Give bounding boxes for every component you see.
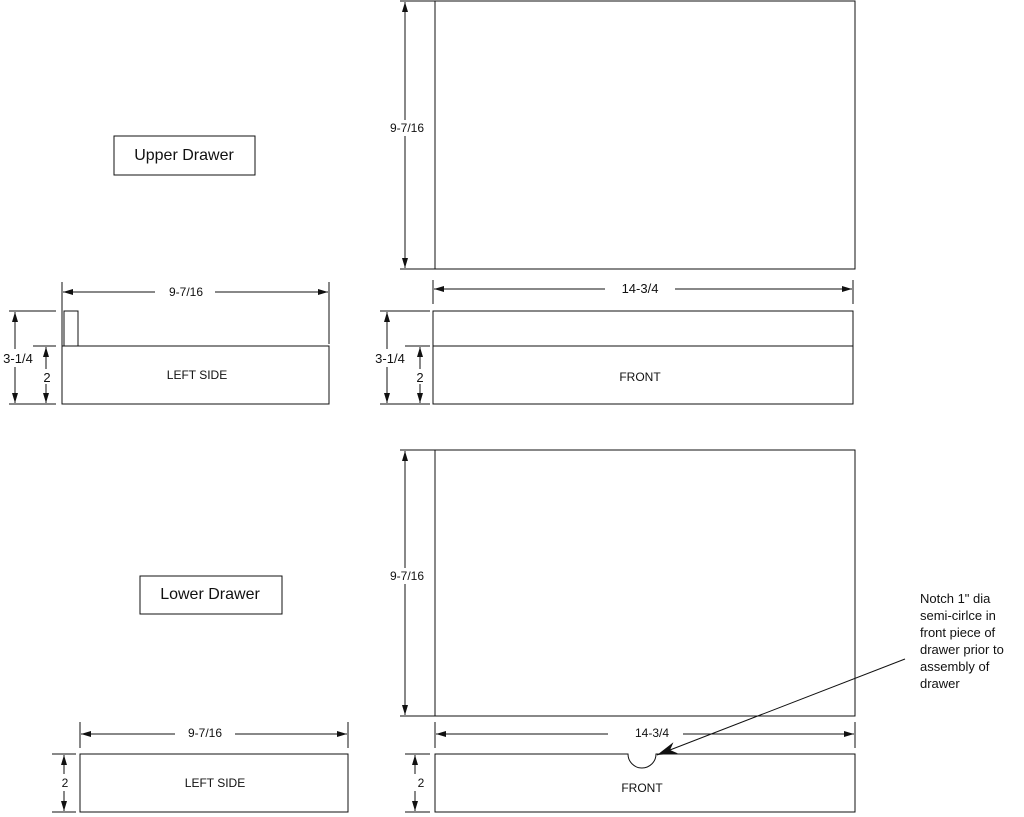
upper-bottom-panel: [434, 0, 856, 270]
upper-front: FRONT 3-1/4 2: [375, 310, 854, 405]
lower-title: Lower Drawer: [160, 586, 260, 603]
note-line: drawer prior to: [920, 642, 1004, 657]
upper-side-length: 9-7/16: [169, 285, 203, 299]
upper-bottom-depth: 9-7/16: [390, 121, 424, 135]
lower-front-height: 2: [418, 776, 425, 790]
lower-side-height: 2: [62, 776, 69, 790]
note-line: drawer: [920, 676, 960, 691]
lower-left-side: LEFT SIDE 9-7/16 2: [52, 722, 349, 813]
notch-leader-arrow: [656, 658, 906, 756]
lower-bottom-panel: [434, 449, 856, 717]
note-line: semi-cirlce in: [920, 608, 996, 623]
upper-title-box: Upper Drawer: [113, 135, 256, 176]
upper-side-height: 2: [43, 370, 50, 385]
lower-title-box: Lower Drawer: [139, 575, 283, 615]
note-line: front piece of: [920, 625, 996, 640]
upper-title: Upper Drawer: [134, 147, 234, 164]
lower-bottom-depth: 9-7/16: [390, 569, 424, 583]
lower-bottom-width: 14-3/4: [635, 726, 669, 740]
upper-front-label: FRONT: [619, 370, 661, 384]
note-line: Notch 1" dia: [920, 591, 991, 606]
lower-bottom-depth-dim: 9-7/16: [386, 449, 435, 717]
upper-left-side: LEFT SIDE 9-7/16 3-1/4 2: [3, 282, 330, 405]
upper-bottom-depth-dim: 9-7/16: [386, 0, 435, 270]
upper-bottom-width: 14-3/4: [622, 281, 659, 296]
notch-note: Notch 1" dia semi-cirlce in front piece …: [656, 591, 1004, 756]
lower-front: FRONT 2: [405, 753, 856, 813]
upper-bottom-width-dim: 14-3/4: [432, 280, 854, 304]
upper-side-label: LEFT SIDE: [167, 368, 227, 382]
upper-front-height: 2: [416, 370, 423, 385]
note-line: assembly of: [920, 659, 990, 674]
upper-front-total-height: 3-1/4: [375, 351, 405, 366]
lower-bottom-width-dim: 14-3/4: [434, 722, 856, 748]
lower-side-label: LEFT SIDE: [185, 776, 245, 790]
lower-side-length: 9-7/16: [188, 726, 222, 740]
lower-front-label: FRONT: [621, 781, 663, 795]
upper-side-total-height: 3-1/4: [3, 351, 33, 366]
